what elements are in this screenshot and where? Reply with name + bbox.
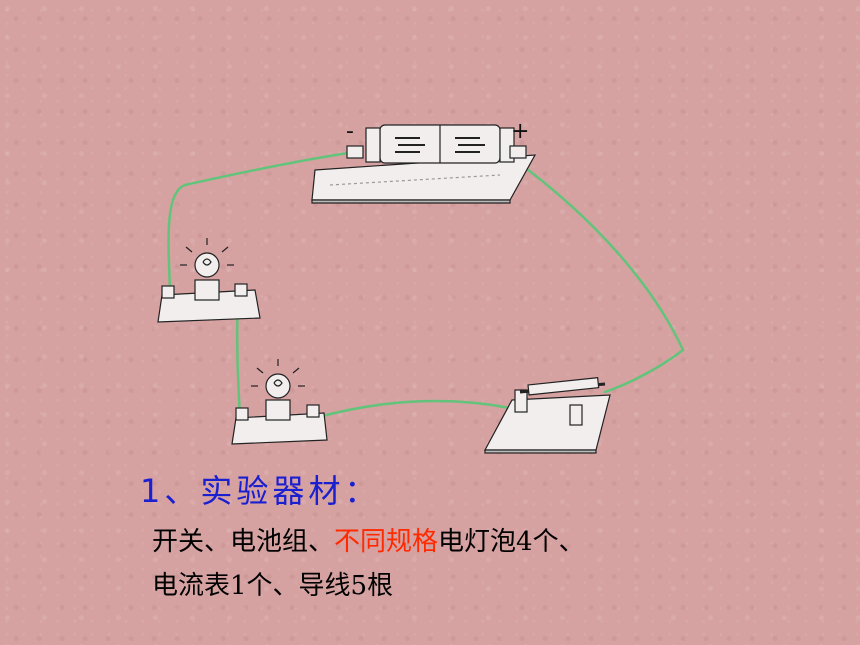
heading-separator: 、 — [164, 472, 201, 510]
section-heading: 1、实验器材： — [140, 466, 380, 512]
heading-colon: ： — [344, 472, 381, 510]
circuit-diagram: - + — [157, 119, 685, 454]
bulb-1 — [157, 238, 261, 323]
materials-text-2: 电灯泡4个、 — [438, 527, 585, 557]
wire-battery-to-bulb1 — [167, 150, 357, 292]
materials-text-1: 开关、电池组、 — [152, 527, 335, 557]
bulb-2 — [231, 359, 328, 445]
heading-number: 1 — [140, 472, 165, 510]
heading-title: 实验器材 — [200, 472, 345, 510]
wire-bulb2-to-switch — [313, 399, 522, 420]
wire-switch-to-battery — [513, 158, 685, 394]
battery-minus-label: - — [346, 119, 354, 144]
materials-line-2: 电流表1个、导线5根 — [152, 571, 394, 601]
battery-plus-label: + — [511, 119, 529, 144]
materials-highlight: 不同规格 — [334, 527, 439, 557]
switch — [483, 377, 611, 454]
materials-line-1: 开关、电池组、不同规格电灯泡4个、 — [152, 521, 585, 558]
battery-pack — [311, 124, 537, 204]
